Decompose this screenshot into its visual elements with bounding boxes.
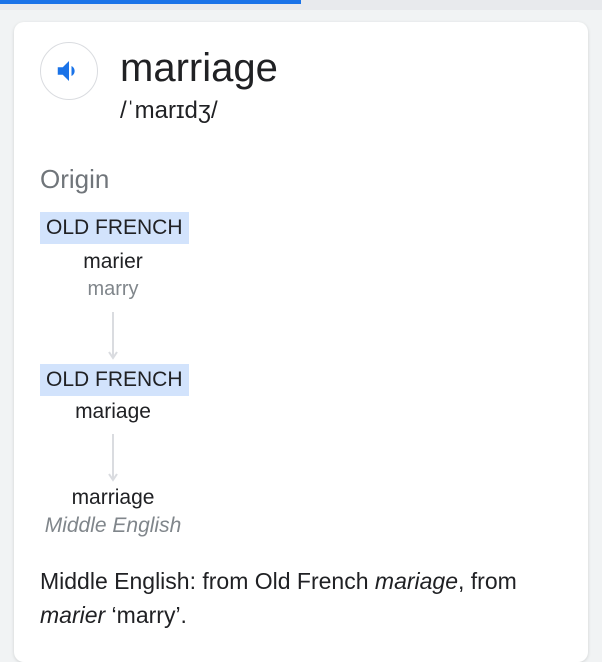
description-text: , from: [458, 568, 517, 594]
origin-heading: Origin: [40, 164, 110, 194]
description-text: ‘marry’.: [105, 602, 187, 628]
speaker-icon: [57, 61, 75, 81]
progress-bar-fill: [0, 0, 301, 4]
description-term: mariage: [374, 568, 459, 594]
etymology-word: marier: [83, 250, 143, 273]
etymology-language: Middle English: [44, 514, 182, 537]
pronounce-button[interactable]: [40, 42, 98, 100]
dictionary-card: marriage /ˈmarɪdʒ/ Origin OLD FRENCH mar…: [14, 22, 588, 662]
progress-track: [0, 0, 602, 10]
origin-description: Middle English: from Old French mariage,…: [40, 564, 560, 632]
etymology-gloss: marry: [87, 278, 139, 300]
down-arrow-icon: [108, 434, 118, 482]
description-text: Middle English: from Old French: [40, 568, 375, 594]
phonetic-transcription: /ˈmarɪdʒ/: [120, 97, 218, 124]
etymology-step: OLD FRENCH mariage: [40, 364, 189, 426]
language-tag: OLD FRENCH: [40, 212, 189, 244]
etymology-word: marriage: [71, 486, 155, 509]
etymology-word: mariage: [75, 400, 151, 423]
etymology-step: OLD FRENCH marier marry: [40, 212, 189, 302]
down-arrow-icon: [108, 312, 118, 360]
language-tag: OLD FRENCH: [40, 364, 189, 396]
description-term: marier: [40, 602, 106, 628]
headword: marriage: [120, 46, 278, 90]
etymology-step: marriage Middle English: [40, 484, 186, 540]
